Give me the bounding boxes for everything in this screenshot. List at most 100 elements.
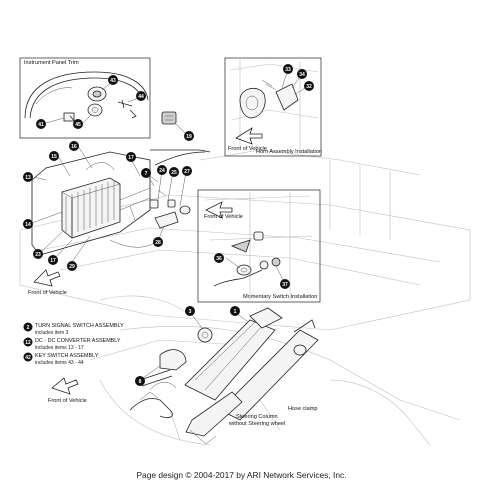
legend-badge bbox=[23, 322, 33, 332]
callout-41: 41 bbox=[36, 119, 46, 129]
legend-item-dc-converter: 12 DC - DC CONVERTER ASSEMBLY includes i… bbox=[23, 337, 121, 351]
dc-dc-converter bbox=[61, 177, 121, 239]
callout-1: 1 bbox=[230, 306, 240, 316]
legend-title: TURN SIGNAL SWITCH ASSEMBLY bbox=[35, 323, 124, 329]
callout-15: 15 bbox=[49, 151, 59, 161]
callout-7: 7 bbox=[141, 168, 151, 178]
inset-title-horn-assembly: Horn Assembly Installation bbox=[256, 149, 322, 155]
callout-16: 16 bbox=[69, 141, 79, 151]
legend-badge bbox=[23, 337, 33, 347]
callout-34: 34 bbox=[297, 69, 307, 79]
callout-14: 14 bbox=[23, 219, 33, 229]
legend-badge bbox=[23, 352, 33, 362]
callout-28: 28 bbox=[153, 237, 163, 247]
svg-text:2: 2 bbox=[27, 325, 30, 331]
hose-clamp-label: Hose clamp bbox=[288, 406, 318, 412]
front-of-vehicle-main: Front of Vehicle bbox=[28, 269, 67, 296]
callout-44: 44 bbox=[136, 91, 146, 101]
trim-clip bbox=[63, 112, 75, 122]
front-of-vehicle-bottom: Front of Vehicle bbox=[48, 377, 87, 404]
dc-dc-converter-group bbox=[31, 149, 211, 256]
callout-24: 24 bbox=[157, 165, 167, 175]
svg-text:15: 15 bbox=[51, 154, 57, 160]
svg-text:23: 23 bbox=[35, 252, 41, 258]
callout-17a: 17 bbox=[126, 152, 136, 162]
callout-25: 25 bbox=[169, 167, 179, 177]
svg-text:28: 28 bbox=[155, 240, 161, 246]
svg-text:33: 33 bbox=[285, 67, 291, 73]
front-arrow-horn bbox=[235, 127, 263, 145]
callout-32: 32 bbox=[304, 81, 314, 91]
hose-clamp bbox=[293, 344, 307, 356]
momentary-switch bbox=[271, 257, 281, 267]
legend-item-turn-signal: 2 TURN SIGNAL SWITCH ASSEMBLY includes i… bbox=[23, 322, 124, 336]
callout-37: 37 bbox=[280, 279, 290, 289]
callout-36: 36 bbox=[214, 253, 224, 263]
steering-column-group bbox=[129, 307, 319, 445]
svg-text:42: 42 bbox=[25, 355, 31, 361]
legend-title: DC - DC CONVERTER ASSEMBLY bbox=[35, 338, 121, 344]
converter-outline bbox=[31, 151, 151, 256]
callout-17b: 17 bbox=[48, 255, 58, 265]
ignition-key bbox=[117, 99, 137, 119]
svg-text:16: 16 bbox=[71, 144, 77, 150]
steering-column-tube bbox=[219, 329, 319, 421]
steering-column-label-1: Steering Column bbox=[236, 414, 278, 420]
legend-sub: includes item 3 bbox=[35, 330, 69, 336]
steering-column-label-2: without Steering wheel bbox=[228, 421, 285, 427]
turn-signal-switch bbox=[159, 349, 187, 371]
callout-43: 43 bbox=[108, 75, 118, 85]
horn bbox=[239, 87, 266, 119]
svg-text:12: 12 bbox=[25, 340, 31, 346]
part-3-cap bbox=[197, 327, 213, 343]
callout-29: 29 bbox=[67, 261, 77, 271]
horn-bracket bbox=[275, 83, 299, 111]
key-switch-nut bbox=[87, 103, 103, 117]
svg-text:13: 13 bbox=[25, 175, 31, 181]
svg-text:37: 37 bbox=[282, 282, 288, 288]
turn-signal-housing bbox=[184, 319, 276, 401]
callout-19: 19 bbox=[184, 131, 194, 141]
callout-27: 27 bbox=[182, 166, 192, 176]
svg-text:17: 17 bbox=[50, 258, 56, 264]
svg-text:3: 3 bbox=[189, 309, 192, 315]
legend-sub: includes items 13 - 17 bbox=[35, 345, 84, 351]
legend-item-key-switch: 42 KEY SWITCH ASSEMBLY includes items 43… bbox=[23, 352, 99, 366]
svg-text:43: 43 bbox=[110, 78, 116, 84]
callout-3: 3 bbox=[185, 306, 195, 316]
front-of-vehicle-label-bottom: Front of Vehicle bbox=[48, 398, 87, 404]
legend-title: KEY SWITCH ASSEMBLY bbox=[35, 353, 99, 359]
momentary-washer bbox=[236, 264, 252, 276]
svg-text:17: 17 bbox=[128, 155, 134, 161]
inset-title-instrument-panel: Instrument Panel Trim bbox=[24, 60, 79, 66]
callout-45: 45 bbox=[73, 119, 83, 129]
page-footer: Page design © 2004-2017 by ARI Network S… bbox=[136, 470, 347, 480]
callouts: 43 44 41 45 19 33 34 32 16 15 17 13 7 24… bbox=[23, 64, 314, 386]
svg-text:14: 14 bbox=[25, 222, 31, 228]
svg-text:29: 29 bbox=[69, 264, 75, 270]
arrow-pointer-momentary bbox=[230, 239, 251, 253]
part-19-plug bbox=[161, 111, 186, 134]
svg-text:44: 44 bbox=[138, 94, 144, 100]
svg-text:45: 45 bbox=[75, 122, 81, 128]
front-arrow-momentary bbox=[205, 201, 233, 219]
inset-momentary-switch: Momentary Switch Installation Front of V… bbox=[197, 189, 321, 303]
front-of-vehicle-label-main: Front of Vehicle bbox=[28, 290, 67, 296]
inset-horn-assembly: Horn Assembly Installation Front of Vehi… bbox=[224, 57, 322, 157]
svg-text:19: 19 bbox=[186, 134, 192, 140]
svg-text:34: 34 bbox=[299, 72, 305, 78]
steering-column-base bbox=[185, 391, 243, 437]
svg-text:7: 7 bbox=[145, 171, 148, 177]
inset-title-momentary-switch: Momentary Switch Installation bbox=[243, 294, 317, 300]
svg-text:27: 27 bbox=[184, 169, 190, 175]
svg-text:25: 25 bbox=[171, 170, 177, 176]
svg-text:36: 36 bbox=[216, 256, 222, 262]
legend: 2 TURN SIGNAL SWITCH ASSEMBLY includes i… bbox=[23, 322, 124, 366]
inset-instrument-panel: Instrument Panel Trim bbox=[19, 57, 151, 139]
svg-text:24: 24 bbox=[159, 168, 165, 174]
front-of-vehicle-momentary: Front of Vehicle bbox=[204, 214, 243, 220]
legend-sub: includes items 43 - 44 bbox=[35, 360, 84, 366]
svg-text:8: 8 bbox=[139, 379, 142, 385]
callout-33: 33 bbox=[283, 64, 293, 74]
